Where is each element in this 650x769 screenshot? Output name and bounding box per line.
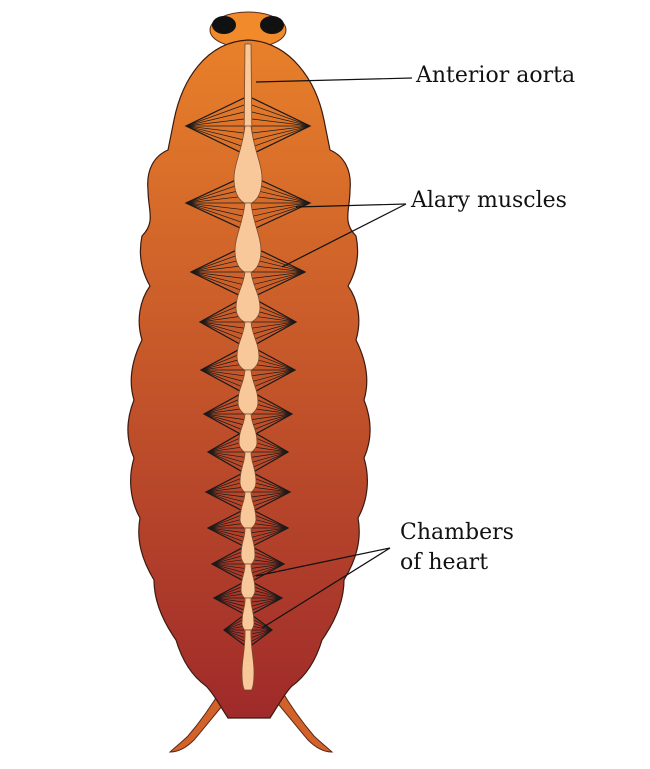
label-chambers-line2: of heart [400,550,489,575]
head [209,11,287,49]
alary-muscle-pair [199,346,297,394]
right-cercus [267,687,334,753]
label-chambers-of-heart: Chambers of heart [400,518,514,578]
leader-lines [255,77,413,629]
leader-chambers-2 [261,547,391,629]
leader-alary-2 [281,203,407,268]
heart-chamber [241,629,255,691]
leader-alary-1 [295,203,407,208]
alary-muscle-pair [206,430,290,474]
alary-muscles-group [184,97,312,646]
right-eye [260,16,284,34]
alary-muscle-pair [184,97,312,155]
alary-muscle-pair [222,614,274,646]
alary-muscle-pair [202,391,294,437]
label-anterior-aorta: Anterior aorta [416,63,576,88]
label-alary-muscles: Alary muscles [411,188,567,213]
left-cercus [168,687,235,753]
leader-chambers-1 [255,547,391,577]
alary-muscle-pair [210,546,286,582]
alary-muscle-pair [212,581,284,615]
alary-muscle-pair [204,471,292,513]
left-eye [212,16,236,34]
label-chambers-line1: Chambers [400,520,514,545]
leader-anterior-aorta [255,77,413,83]
cerci [168,687,334,753]
dorsal-heart-tube [233,43,263,691]
alary-muscle-pair [206,509,290,547]
